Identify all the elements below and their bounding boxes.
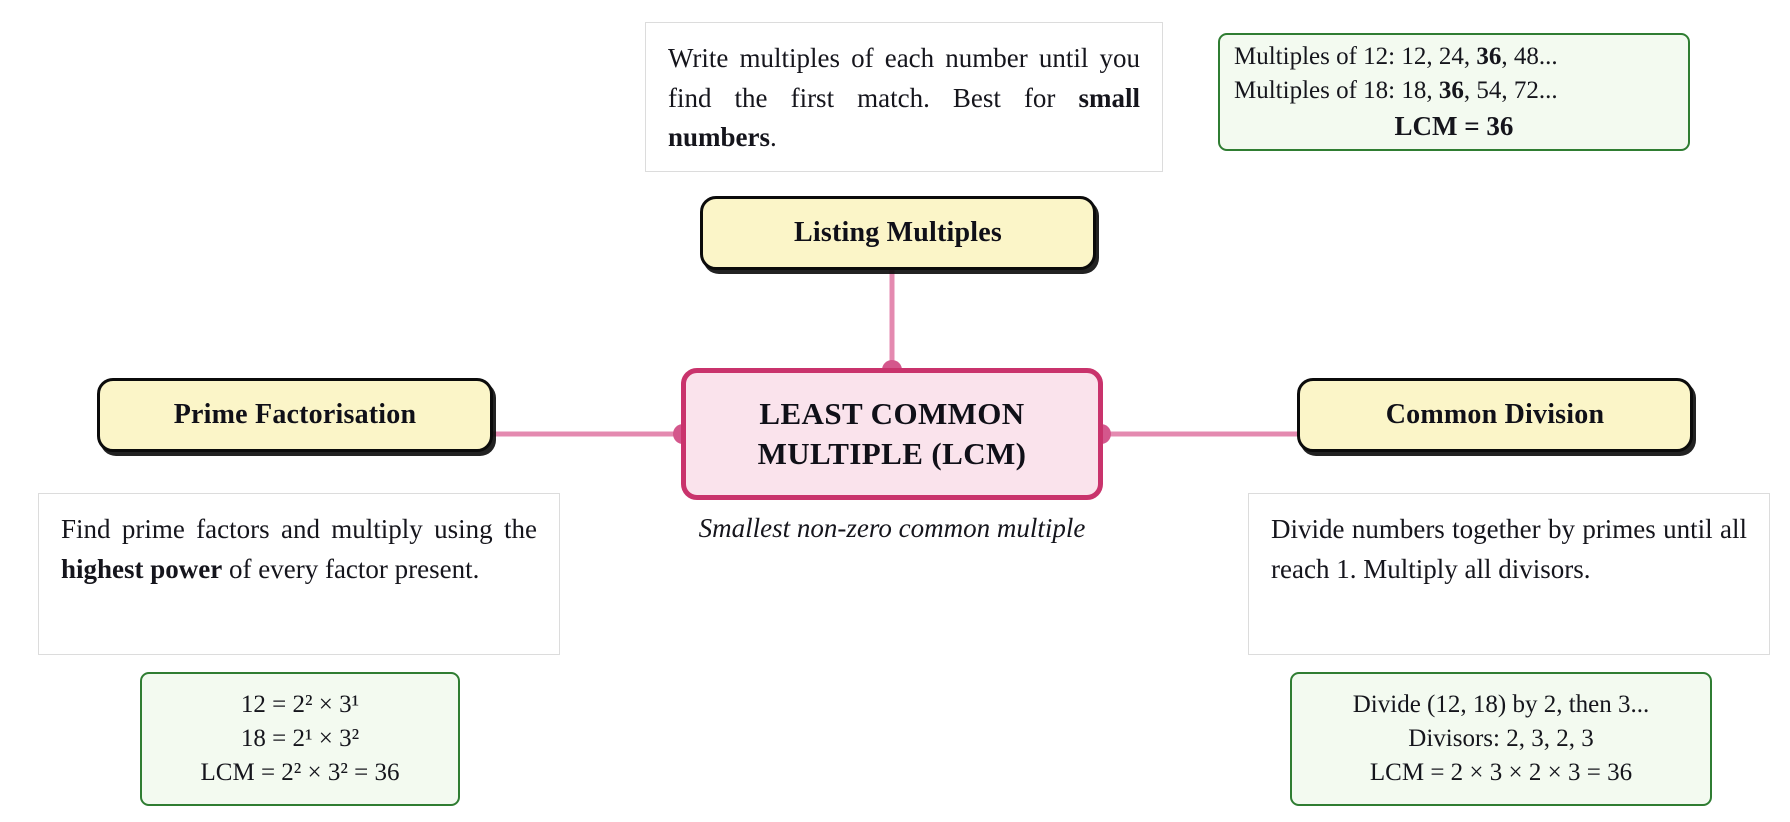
- branch-node-listing-multiples-label: Listing Multiples: [794, 217, 1002, 248]
- example-listing-line-1-prefix: Multiples of 12: 12, 24,: [1234, 42, 1477, 70]
- description-box-prime-factorisation: Find prime factors and multi­ply using t…: [38, 493, 560, 655]
- description-box-listing-multiples: Write multiples of each number until you…: [645, 22, 1163, 172]
- example-box-prime-factorisation: 12 = 2² × 3¹ 18 = 2¹ × 3² LCM = 2² × 3² …: [140, 672, 460, 806]
- example-listing-line-2-suffix: , 54, 72...: [1463, 76, 1558, 104]
- center-node-lcm[interactable]: LEAST COMMON MULTIPLE (LCM): [681, 368, 1103, 500]
- desc-listing-before: Write multiples of each number until you…: [668, 43, 1140, 113]
- desc-listing-after: .: [770, 122, 777, 153]
- desc-prime-before: Find prime factors and multi­ply using t…: [61, 514, 537, 544]
- example-prime-line-3: LCM = 2² × 3² = 36: [200, 759, 400, 786]
- example-listing-line-1-suffix: , 48...: [1501, 42, 1558, 70]
- example-listing-line-1: Multiples of 12: 12, 24, 36, 48...: [1234, 40, 1674, 74]
- description-text-common-division: Divide numbers together by primes until …: [1271, 510, 1747, 589]
- desc-prime-bold: highest power: [61, 553, 223, 584]
- desc-prime-after: of every factor present.: [222, 553, 480, 584]
- branch-node-prime-factorisation[interactable]: Prime Factorisation: [97, 378, 493, 452]
- example-division-line-1: Divide (12, 18) by 2, then 3...: [1352, 691, 1650, 718]
- example-listing-line-2: Multiples of 18: 18, 36, 54, 72...: [1234, 74, 1674, 108]
- example-listing-line-3: LCM = 36: [1394, 110, 1514, 141]
- example-listing-line-1-bold: 36: [1476, 42, 1502, 70]
- branch-node-listing-multiples[interactable]: Listing Multiples: [700, 196, 1096, 270]
- description-text-prime-factorisation: Find prime factors and multi­ply using t…: [61, 510, 537, 589]
- branch-node-common-division[interactable]: Common Division: [1297, 378, 1693, 452]
- example-box-common-division: Divide (12, 18) by 2, then 3... Divisors…: [1290, 672, 1712, 806]
- description-box-common-division: Divide numbers together by primes until …: [1248, 493, 1770, 655]
- center-node-label: LEAST COMMON MULTIPLE (LCM): [757, 396, 1027, 471]
- center-subtitle: Smallest non-zero common multiple: [698, 513, 1086, 543]
- desc-division-before: Divide numbers together by primes until …: [1271, 514, 1747, 584]
- example-listing-line-2-bold: 36: [1438, 76, 1464, 104]
- example-box-listing-multiples: Multiples of 12: 12, 24, 36, 48... Multi…: [1218, 33, 1690, 151]
- example-prime-line-2: 18 = 2¹ × 3²: [240, 725, 360, 752]
- example-listing-line-2-prefix: Multiples of 18: 18,: [1234, 76, 1439, 104]
- branch-node-prime-factorisation-label: Prime Factorisation: [173, 399, 417, 430]
- example-prime-line-1: 12 = 2² × 3¹: [240, 691, 360, 718]
- example-division-line-2: Divisors: 2, 3, 2, 3: [1408, 725, 1594, 752]
- description-text-listing-multiples: Write multiples of each number until you…: [668, 39, 1140, 158]
- desc-listing-bold: small numbers: [668, 82, 1140, 153]
- example-division-line-3: LCM = 2 × 3 × 2 × 3 = 36: [1369, 759, 1633, 786]
- branch-node-common-division-label: Common Division: [1385, 399, 1605, 430]
